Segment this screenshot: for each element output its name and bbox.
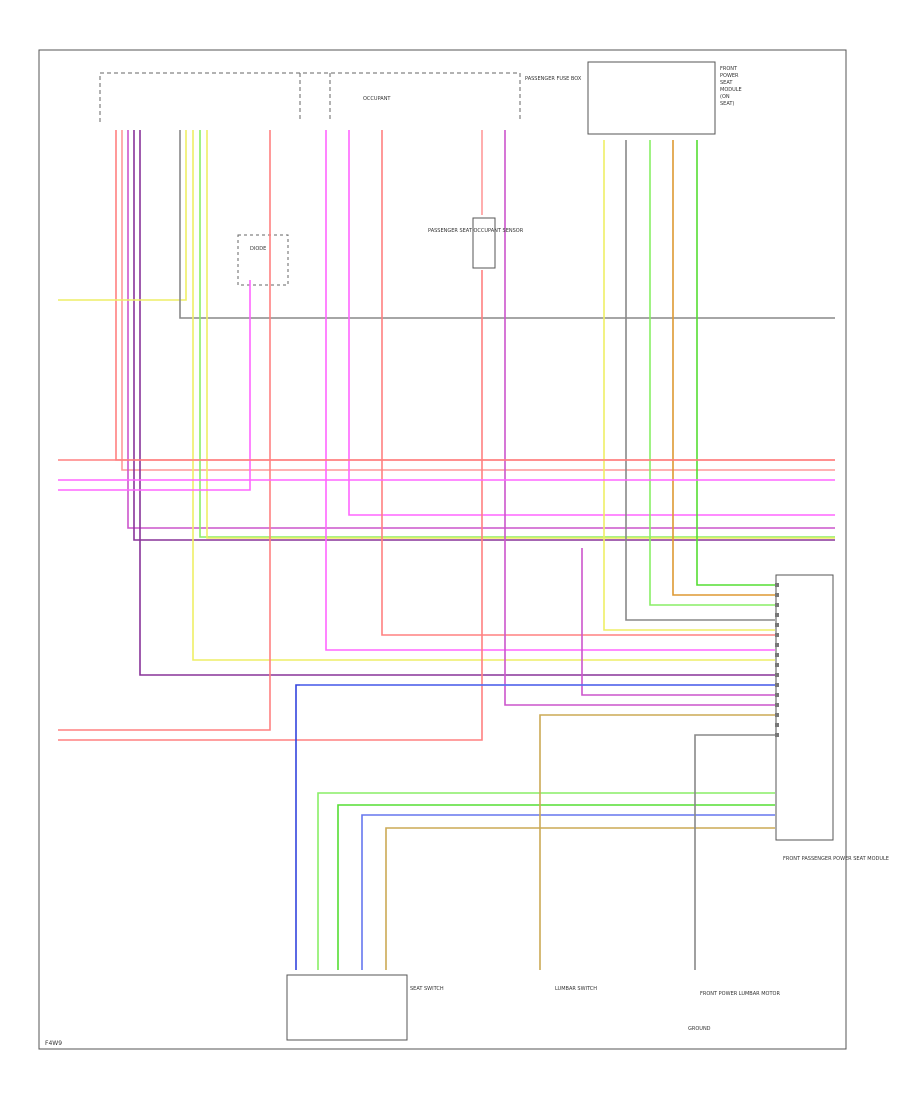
module-pin: [775, 593, 779, 597]
module-pin: [775, 733, 779, 737]
wire-tan-30: [539, 714, 775, 970]
wire-violet-17: [504, 130, 775, 706]
module-pin: [775, 723, 779, 727]
wire-magenta-13: [348, 130, 835, 516]
module-pin: [775, 663, 779, 667]
top-harness-frame: [99, 72, 521, 122]
seat-module-box: [775, 574, 834, 841]
module-pin: [775, 583, 779, 587]
svg-text:FRONT: FRONT: [720, 66, 738, 72]
module-pin: [775, 673, 779, 677]
wire-red-10: [58, 130, 271, 731]
module-pin: [775, 623, 779, 627]
wire-purple-3: [133, 130, 835, 541]
connector-pins: [775, 583, 779, 737]
wire-magenta-12: [325, 130, 775, 651]
module-pin: [775, 613, 779, 617]
wire-green-22: [696, 140, 775, 586]
lumbar-switch-label: LUMBAR SWITCH: [555, 986, 597, 992]
seat-module-label: FRONT PASSENGER POWER SEAT MODULE: [783, 856, 889, 862]
svg-text:SEAT: SEAT: [720, 80, 733, 86]
wire-yellow-5: [58, 130, 187, 301]
svg-text:SEAT): SEAT): [720, 101, 734, 107]
wire-pink-1: [121, 130, 835, 471]
wire-green-27: [337, 804, 775, 970]
lumbar-motor-label: FRONT POWER LUMBAR MOTOR: [700, 991, 780, 997]
wire-violet-2: [127, 130, 835, 529]
module-pin: [775, 693, 779, 697]
wire-red-14: [381, 130, 775, 636]
wire-ltgreen-26: [317, 792, 775, 970]
module-pin: [775, 633, 779, 637]
module-pin: [775, 643, 779, 647]
wire-red-16: [58, 270, 483, 741]
wire-gray-31: [694, 734, 775, 970]
recline-switch-box: [286, 974, 408, 1041]
wire-yellow-18: [603, 140, 775, 631]
wire-violet-23: [581, 548, 775, 696]
center-label: DIODE: [250, 246, 266, 252]
wire-gray-6: [179, 130, 835, 319]
svg-text:MODULE: MODULE: [720, 87, 742, 93]
diode-box: [237, 234, 289, 286]
occupant-sensor-box: [472, 217, 496, 269]
wire-gray-19: [625, 140, 775, 621]
wire-bluegray-28: [361, 814, 775, 970]
wire-ltgreen-20: [649, 140, 775, 606]
module-pin: [775, 603, 779, 607]
module-pin: [775, 653, 779, 657]
wire-tan-29: [385, 827, 775, 970]
wire-ltgreen-8: [199, 130, 835, 538]
wire-purple-4: [139, 130, 775, 676]
wire-yellow-7: [192, 130, 775, 661]
relay-module-box: FRONT POWER SEAT MODULE (ON SEAT): [587, 61, 742, 135]
wire-yellow-9: [206, 130, 835, 539]
module-pin: [775, 703, 779, 707]
passenger-fuse-label: PASSENGER FUSE BOX: [525, 76, 582, 82]
diagram-footer-id: F4W9: [45, 1040, 62, 1047]
recline-switch-label: SEAT SWITCH: [410, 986, 444, 992]
wire-red-0: [115, 130, 835, 461]
svg-text:POWER: POWER: [720, 73, 739, 79]
module-pin: [775, 683, 779, 687]
wire-orange-21: [672, 140, 775, 596]
ground-label: GROUND: [688, 1026, 711, 1032]
svg-text:(ON: (ON: [720, 94, 730, 100]
occupant-sensor-label: PASSENGER SEAT OCCUPANT SENSOR: [428, 228, 524, 234]
diagram-border: [38, 49, 847, 1050]
spring-cover-label: OCCUPANT: [363, 96, 391, 102]
wire-magenta-11: [58, 280, 251, 491]
module-pin: [775, 713, 779, 717]
wire-group: [58, 130, 835, 970]
